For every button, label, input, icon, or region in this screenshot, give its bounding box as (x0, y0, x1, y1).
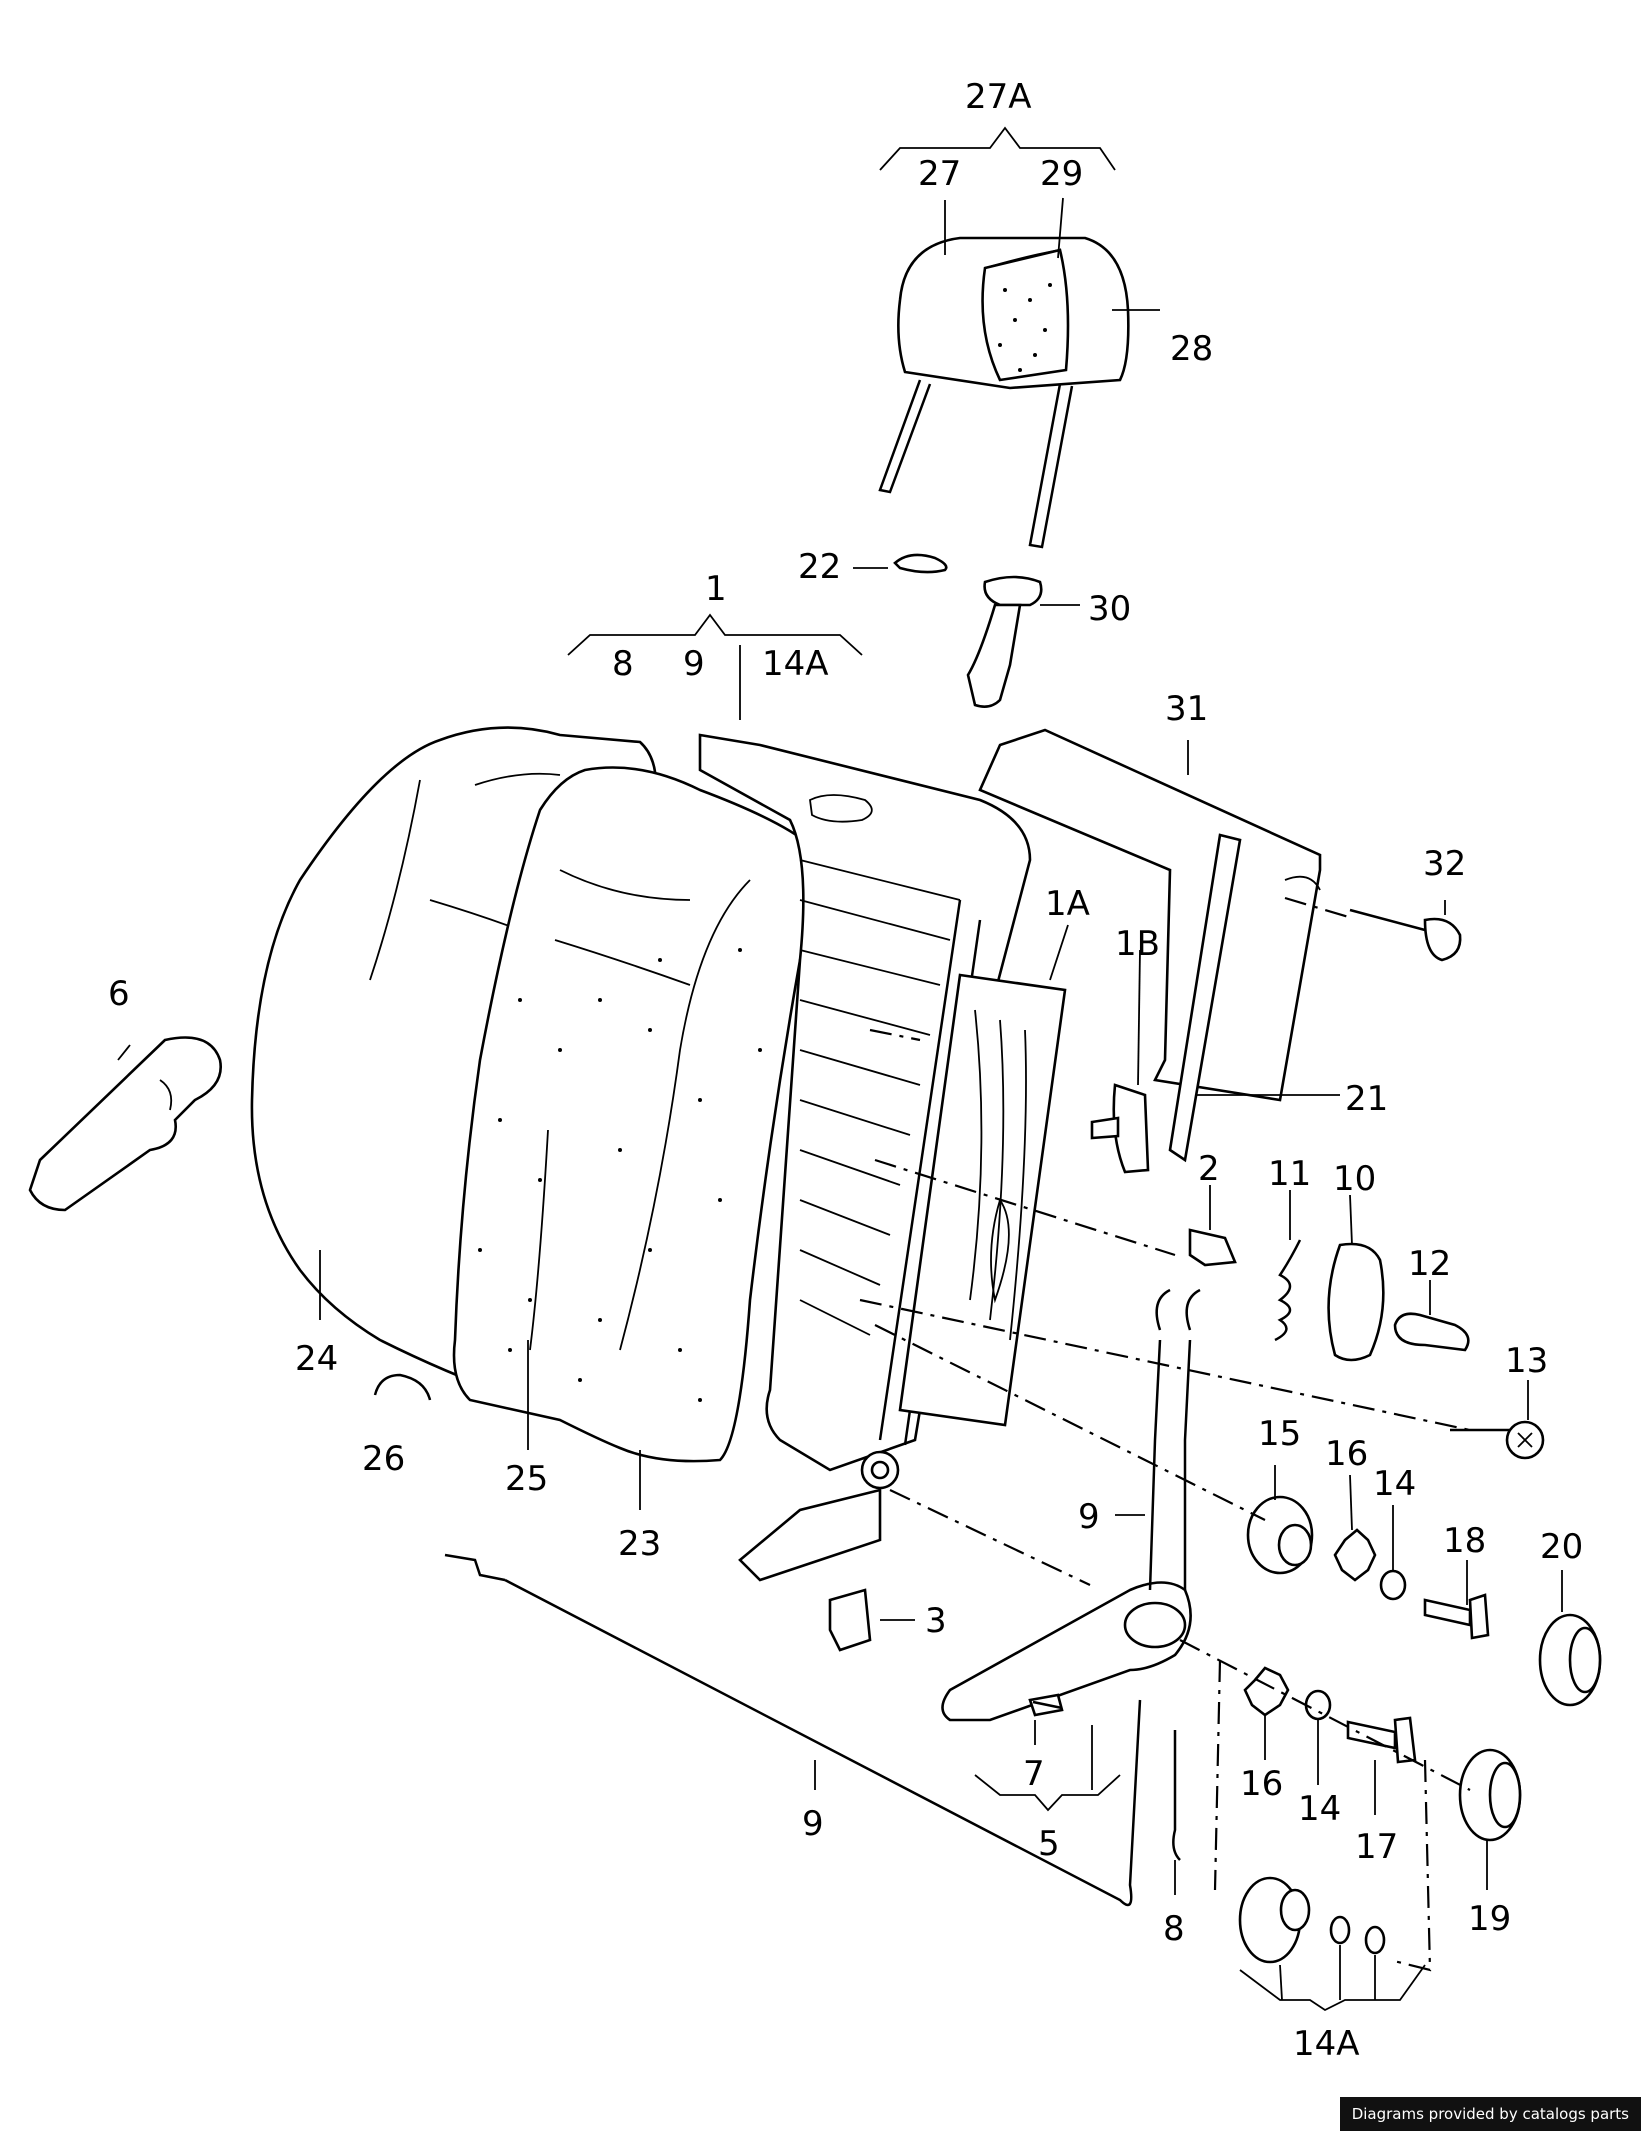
label-17: 17 (1355, 1827, 1398, 1867)
part-16-star-washer-upper (1333, 1528, 1377, 1582)
part-13-screw (1450, 1420, 1545, 1460)
label-27A: 27A (965, 77, 1032, 117)
part-10-release-lever (1327, 1242, 1385, 1362)
part-26-clip (373, 1373, 432, 1401)
padding-pattern-dots (478, 948, 762, 1402)
label-12: 12 (1408, 1244, 1451, 1284)
label-28: 28 (1170, 329, 1213, 369)
headrest (878, 236, 1130, 549)
label-1: 1 (705, 569, 727, 609)
label-29: 29 (1040, 154, 1083, 194)
part-30-guide-sleeve (966, 575, 1043, 708)
label-8-bottom: 8 (1163, 1909, 1185, 1949)
part-9-cables (444, 1288, 1201, 1907)
part-31-back-panel (978, 728, 1322, 1163)
label-16-upper: 16 (1325, 1434, 1368, 1474)
label-14-lower: 14 (1298, 1789, 1341, 1829)
label-9-top: 9 (683, 644, 705, 684)
label-13: 13 (1505, 1341, 1548, 1381)
part-1A-lumbar-support (898, 973, 1067, 1427)
label-23: 23 (618, 1524, 661, 1564)
part-22-clip (893, 553, 948, 574)
part-18-bolt (1423, 1593, 1490, 1640)
part-6-side-trim (28, 1036, 223, 1212)
label-3: 3 (925, 1601, 947, 1641)
label-30: 30 (1088, 589, 1131, 629)
part-5-recliner-arm (941, 1581, 1192, 1722)
label-11: 11 (1268, 1154, 1311, 1194)
label-18: 18 (1443, 1521, 1486, 1561)
part-14-washer-upper (1379, 1569, 1407, 1601)
label-10: 10 (1333, 1159, 1376, 1199)
label-14-upper: 14 (1373, 1464, 1416, 1504)
label-32: 32 (1423, 844, 1466, 884)
diagram-credit: Diagrams provided by catalogs parts (1339, 2097, 1641, 2131)
label-6: 6 (108, 974, 130, 1014)
part-11-spring (1274, 1239, 1302, 1342)
part-7-pin (1032, 1700, 1063, 1710)
label-19: 19 (1468, 1899, 1511, 1939)
backrest-frame (698, 733, 1032, 1582)
part-3-clip (828, 1588, 872, 1652)
label-9-bottom: 9 (802, 1804, 824, 1844)
label-14A-top: 14A (762, 644, 829, 684)
label-7: 7 (1023, 1754, 1045, 1794)
alignment-lines (859, 896, 1471, 1972)
part-16-star-washer-lower (1243, 1666, 1290, 1717)
label-25: 25 (505, 1459, 548, 1499)
label-31: 31 (1165, 689, 1208, 729)
label-21: 21 (1345, 1079, 1388, 1119)
leader-lines (117, 126, 1563, 2012)
part-14A-knob-assembly (1238, 1876, 1386, 1964)
headrest-pattern-dots (998, 283, 1052, 372)
label-26: 26 (362, 1439, 405, 1479)
label-2: 2 (1198, 1149, 1220, 1189)
label-27: 27 (918, 154, 961, 194)
label-16-lower: 16 (1240, 1764, 1283, 1804)
label-14A-bottom: 14A (1293, 2024, 1360, 2064)
backrest-padding (452, 766, 815, 1463)
label-8-top: 8 (612, 644, 634, 684)
part-12-knob (1393, 1312, 1470, 1352)
part-19-knob (1458, 1748, 1522, 1842)
part-14-washer-lower (1304, 1689, 1332, 1721)
label-20: 20 (1540, 1527, 1583, 1567)
label-1B: 1B (1115, 924, 1160, 964)
callout-labels: 27A 27 29 28 22 30 1 8 9 14A 31 32 1A 1B… (108, 77, 1583, 2064)
label-22: 22 (798, 547, 841, 587)
part-32-screw (1349, 908, 1462, 962)
label-1A: 1A (1045, 884, 1090, 924)
part-2-clip (1188, 1228, 1237, 1267)
part-1B-bracket (1090, 1083, 1150, 1174)
part-15-cap (1246, 1495, 1314, 1575)
label-24: 24 (295, 1339, 338, 1379)
part-20-knob (1538, 1613, 1602, 1707)
label-15: 15 (1258, 1414, 1301, 1454)
label-5: 5 (1038, 1824, 1060, 1864)
part-17-bolt (1346, 1716, 1417, 1764)
label-9-mid: 9 (1078, 1497, 1100, 1537)
